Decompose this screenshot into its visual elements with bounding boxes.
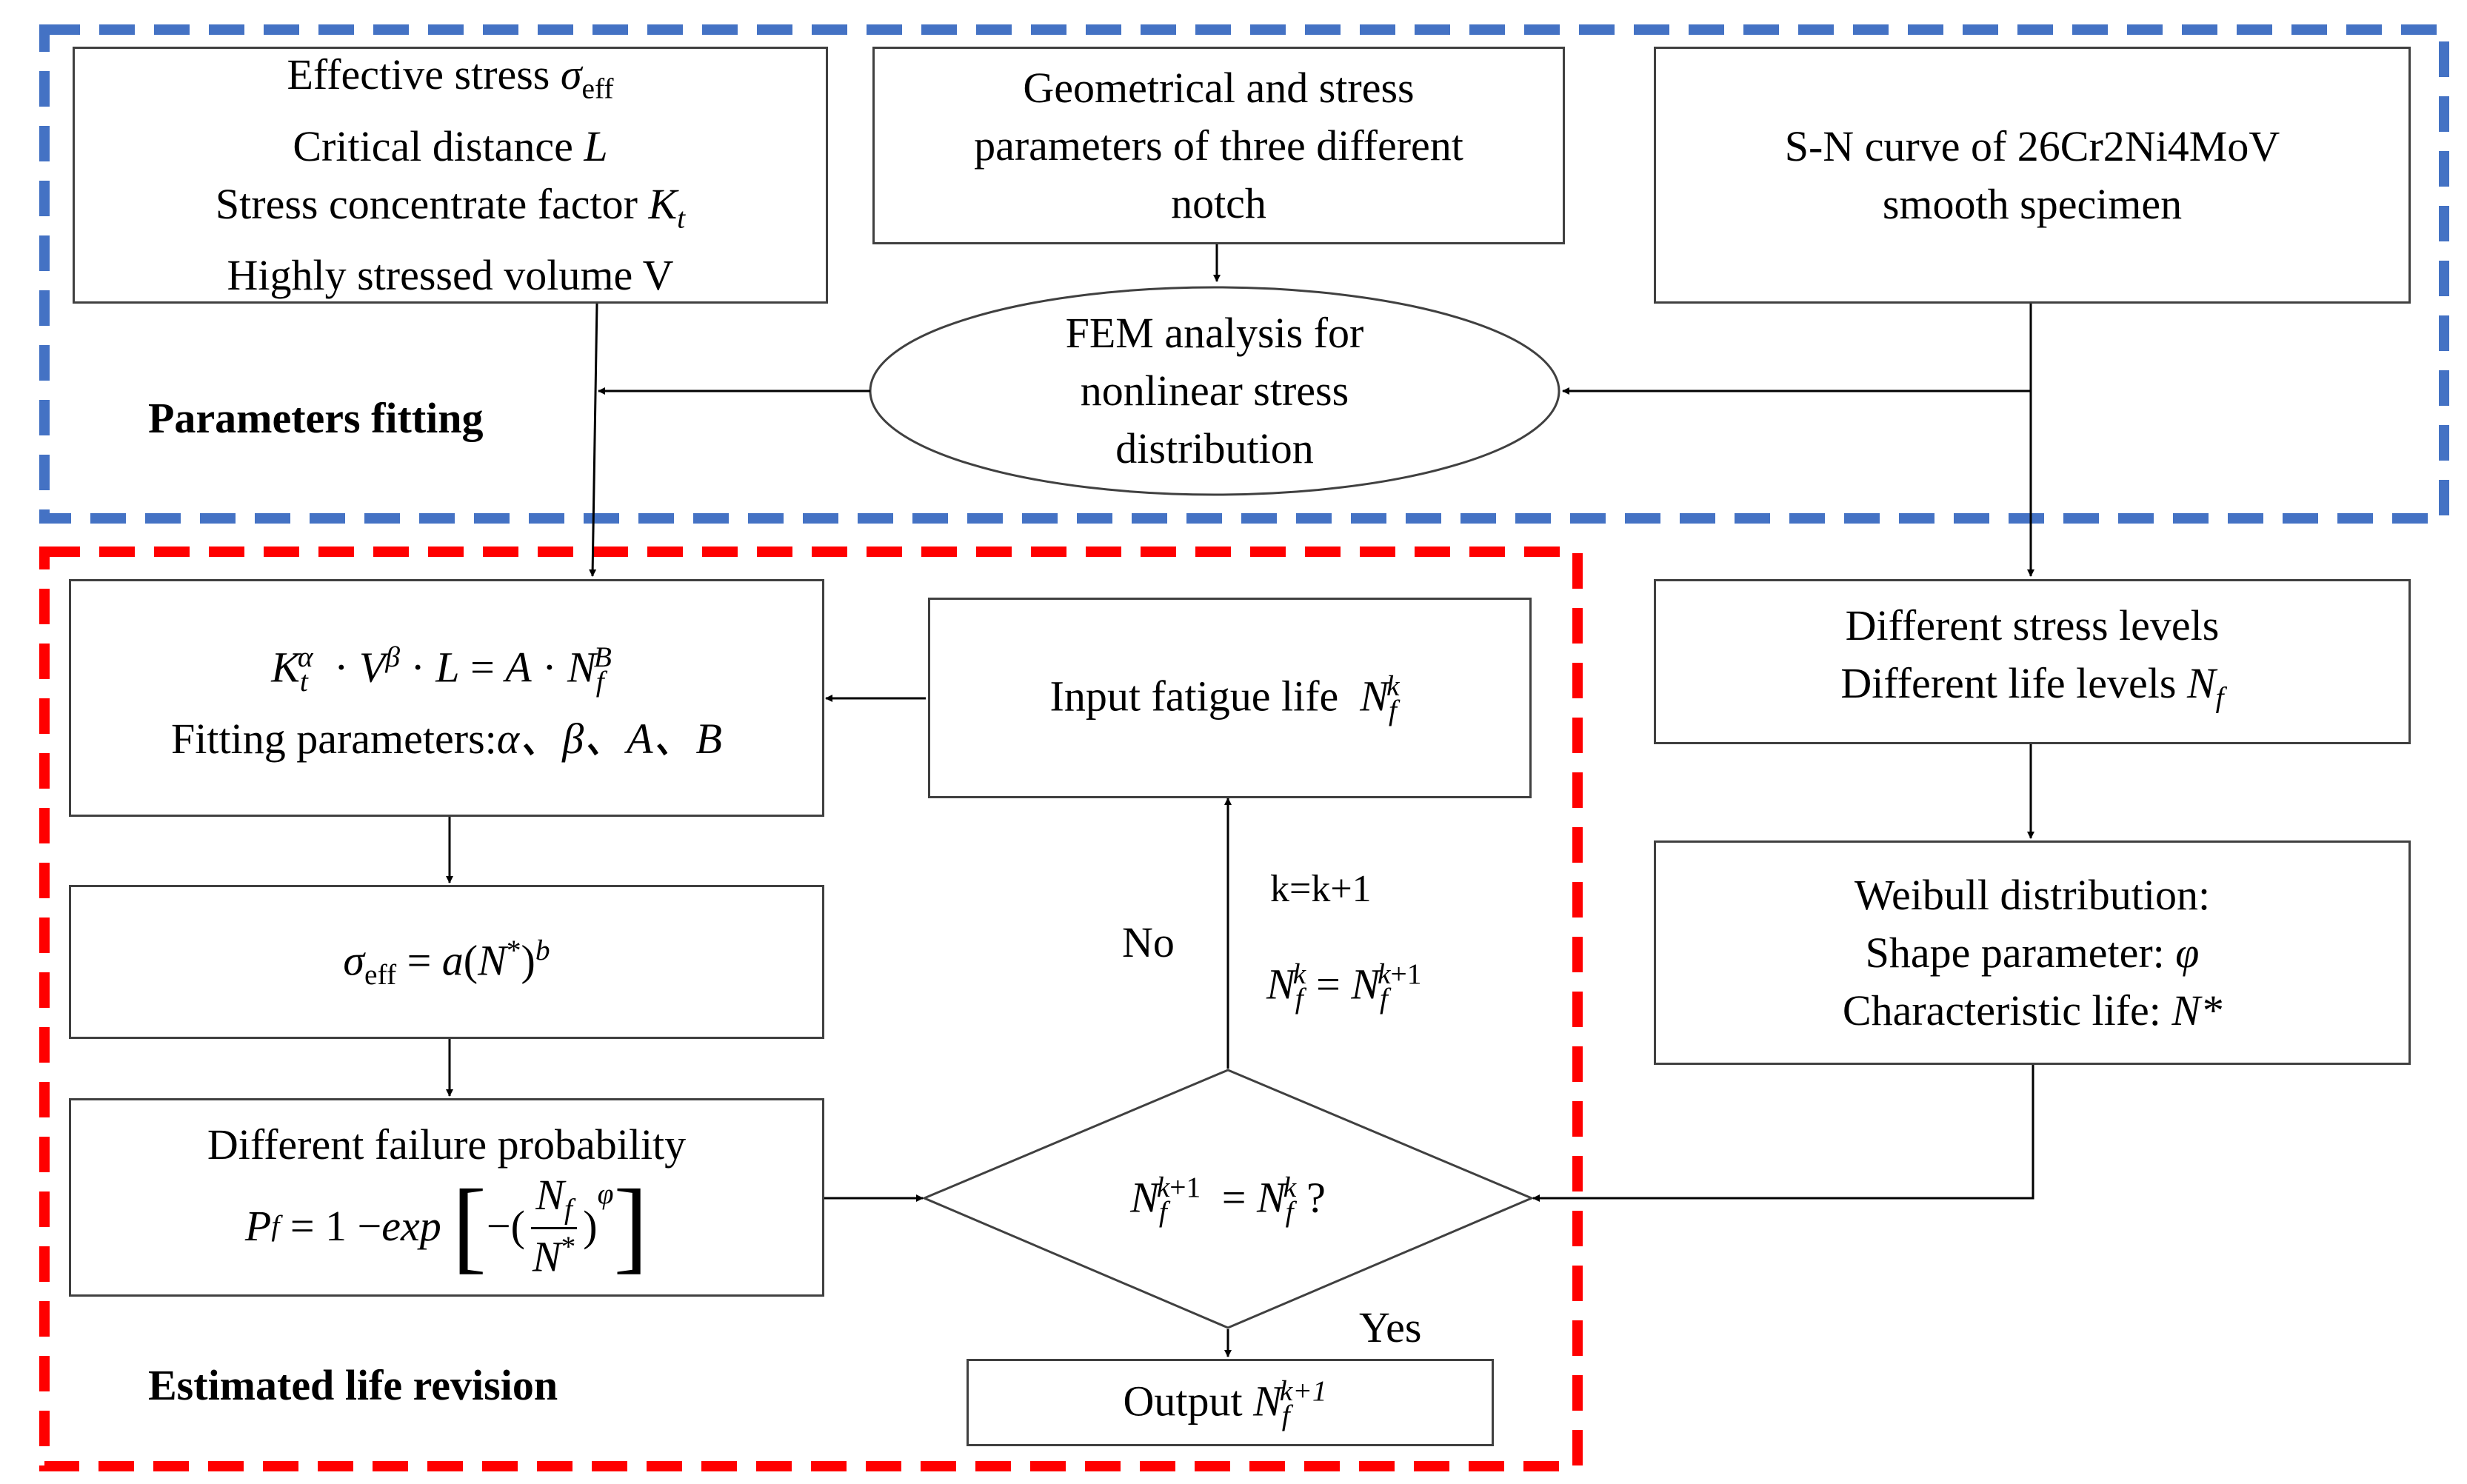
failure-probability-line-1: Different failure probability <box>207 1120 687 1169</box>
weibull-line-1: Weibull distribution: <box>1854 870 2211 919</box>
effective-parameters-box: Effective stress σeff Critical distance … <box>73 47 828 304</box>
sigma-equation-box: σeff = a(N*)b <box>69 885 824 1039</box>
decision-node: Nfk+1 = Nfk? <box>924 1070 1532 1328</box>
highly-stressed-volume-line: Highly stressed volume V <box>227 251 674 300</box>
k-plus-one-superscript: k+1 <box>1279 1374 1327 1407</box>
shape-parameter-text: Shape parameter: <box>1865 928 2176 977</box>
fitting-parameters-list: α、β、A、B <box>496 714 722 763</box>
estimated-life-revision-title: Estimated life revision <box>148 1361 558 1409</box>
geometry-line-2: parameters of three different <box>974 121 1463 170</box>
parameters-fitting-group-border <box>39 24 2449 524</box>
edge-weibull-to-decision <box>1532 1065 2034 1202</box>
edge-sn-curve-to-fem <box>1562 304 2032 395</box>
edge-label-increment: k=k+1 <box>1270 868 1372 910</box>
parameters-fitting-title: Parameters fitting <box>148 394 484 442</box>
fitting-parameters-label: Fitting parameters: <box>171 714 497 763</box>
sigma-symbol: σ <box>560 50 582 98</box>
stress-levels-line-1: Different stress levels <box>1845 601 2220 650</box>
eff-subscript: eff <box>581 72 614 105</box>
geometry-parameters-box: Geometrical and stress parameters of thr… <box>872 47 1565 244</box>
f-subscript: f <box>1281 1398 1290 1431</box>
geometry-line-3: notch <box>1171 178 1266 227</box>
t-subscript: t <box>677 201 686 235</box>
fem-line-3: distribution <box>1115 424 1314 472</box>
fitting-equation-box: Ktα · Vβ · L = A · NfB Fitting parameter… <box>69 579 824 817</box>
stress-concentrate-text: Stress concentrate factor <box>215 179 649 228</box>
fem-line-2: nonlinear stress <box>1080 367 1349 415</box>
output-label: Output <box>1123 1376 1254 1425</box>
n-star-symbol: N* <box>2171 986 2223 1035</box>
life-levels-line: Different life levels Nf <box>1840 655 2223 726</box>
effective-stress-line: Effective stress σeff <box>287 46 613 118</box>
n-symbol: N <box>2186 659 2216 708</box>
fem-analysis-node: FEM analysis for nonlinear stress distri… <box>870 287 1559 495</box>
sn-curve-line-2: smooth specimen <box>1882 179 2183 228</box>
f-subscript: f <box>2215 681 2224 714</box>
k-symbol: K <box>648 179 678 228</box>
characteristic-life-text: Characteristic life: <box>1842 986 2172 1035</box>
fitting-parameters-line: Fitting parameters:α、β、A、B <box>171 710 722 768</box>
decision-node-shape <box>921 1069 1535 1329</box>
k-superscript: k <box>1386 669 1400 703</box>
weibull-box: Weibull distribution: Shape parameter: φ… <box>1654 840 2411 1065</box>
decision-equation: Nfk+1 = Nfk? <box>1130 1170 1326 1228</box>
characteristic-life-line: Characteristic life: N* <box>1843 982 2222 1040</box>
stress-levels-box: Different stress levels Different life l… <box>1654 579 2411 744</box>
edge-label-yes: Yes <box>1359 1303 1422 1351</box>
edge-label-no: No <box>1122 918 1175 966</box>
phi-symbol: φ <box>2175 928 2200 977</box>
sn-curve-box: S-N curve of 26Cr2Ni4MoV smooth specimen <box>1654 47 2411 304</box>
edge-parameters-to-fitting-equation <box>589 303 598 577</box>
input-fatigue-life-box: Input fatigue life Nfk <box>928 598 1532 798</box>
n-symbol: N <box>1360 672 1389 721</box>
stress-concentrate-line: Stress concentrate factor Kt <box>216 176 685 247</box>
sigma-equation: σeff = a(N*)b <box>343 933 550 991</box>
n-symbol: N <box>1253 1376 1282 1425</box>
life-levels-text: Different life levels <box>1840 659 2187 708</box>
output-line: Output Nfk+1 <box>1123 1362 1337 1444</box>
input-fatigue-life-label: Input fatigue life <box>1049 672 1361 721</box>
output-box: Output Nfk+1 <box>967 1359 1494 1446</box>
sn-curve-line-1: S-N curve of 26Cr2Ni4MoV <box>1784 121 2280 170</box>
edge-label-update: Nfk= Nfk+1 <box>1266 957 1422 1015</box>
shape-parameter-line: Shape parameter: φ <box>1866 924 2200 982</box>
estimated-life-revision-group-border <box>39 547 1583 1471</box>
l-symbol: L <box>584 121 608 170</box>
critical-distance-line: Critical distance L <box>293 118 607 176</box>
f-subscript: f <box>1388 693 1397 726</box>
fitting-equation: Ktα · Vβ · L = A · NfB <box>271 641 612 698</box>
effective-stress-text: Effective stress <box>287 50 561 98</box>
critical-distance-text: Critical distance <box>293 121 584 170</box>
geometry-line-1: Geometrical and stress <box>1023 63 1415 112</box>
fem-line-1: FEM analysis for <box>1065 309 1364 357</box>
input-fatigue-life-line: Input fatigue life Nfk <box>1050 657 1410 739</box>
